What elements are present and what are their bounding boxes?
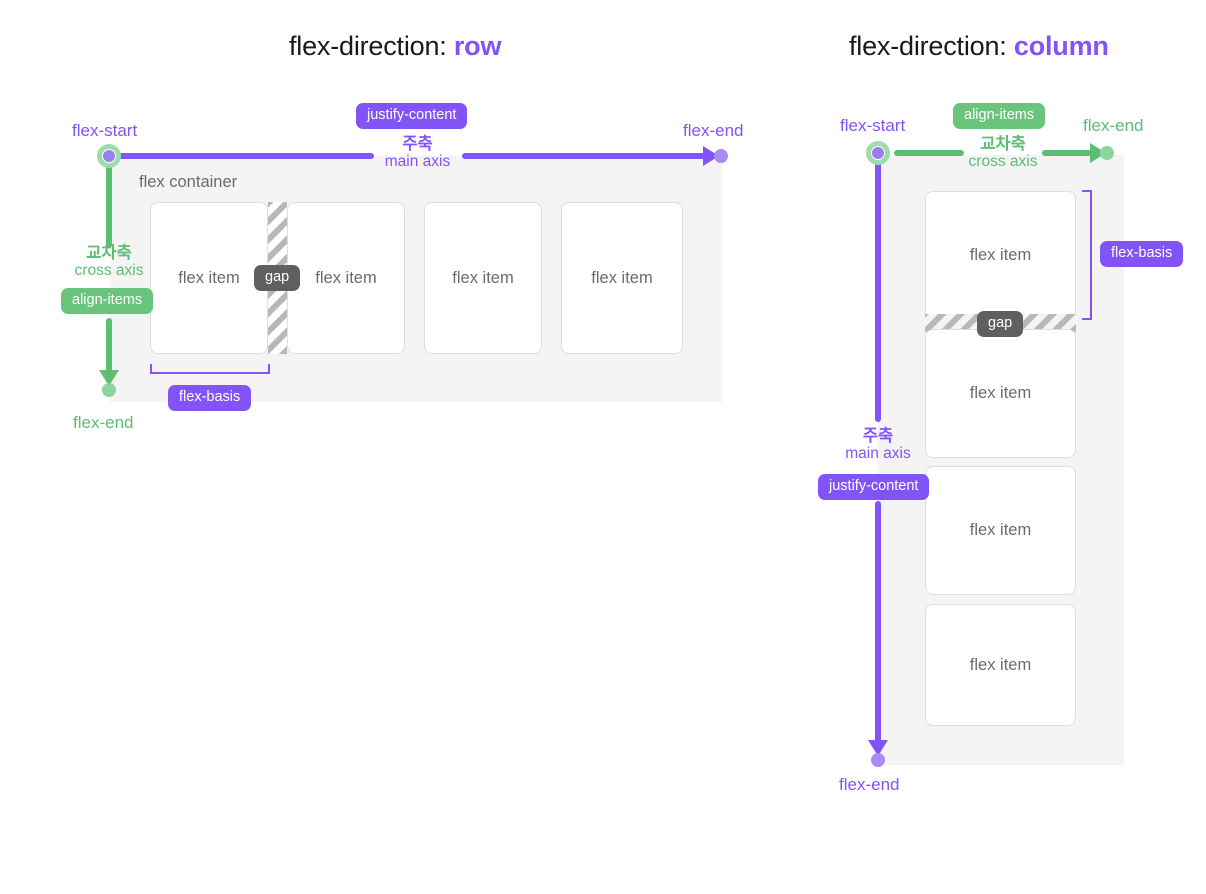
row-cross-axis-label-en: cross axis: [74, 261, 144, 279]
column-flex-item-4: flex item: [925, 604, 1076, 726]
row-flex-container-label: flex container: [139, 173, 238, 191]
row-main-axis-end-dot: [714, 149, 728, 163]
column-main-axis-label-ko: 주축: [862, 427, 894, 445]
column-cross-axis-label-en: cross axis: [968, 152, 1038, 170]
row-main-axis-end-label: flex-end: [683, 121, 744, 140]
column-flex-item-2-label: flex item: [969, 384, 1032, 402]
column-cross-axis-end-label: flex-end: [1083, 116, 1144, 135]
row-flex-item-2-label: flex item: [315, 268, 377, 287]
column-main-axis-start-label: flex-start: [840, 116, 906, 135]
column-main-axis-arrowhead: [868, 740, 888, 756]
column-main-axis-end-label: flex-end: [839, 775, 900, 794]
column-origin-marker-inner: [872, 147, 884, 159]
column-main-axis-line-bottom: [875, 501, 881, 744]
row-gap-badge: gap: [254, 265, 301, 291]
row-justify-content-badge: justify-content: [356, 103, 468, 129]
row-flex-basis-bracket: [150, 364, 270, 374]
row-main-axis-label-en: main axis: [384, 152, 451, 170]
column-title-value: column: [1013, 31, 1109, 61]
row-main-axis-line-right: [462, 153, 718, 159]
row-cross-axis-label-ko: 교차축: [86, 244, 132, 262]
column-flex-item-1: flex item: [925, 191, 1076, 320]
column-cross-axis-line-right: [1042, 150, 1103, 156]
column-align-items-badge: align-items: [953, 103, 1046, 129]
column-flex-item-3: flex item: [925, 466, 1076, 595]
row-cross-axis-end-dot: [102, 383, 116, 397]
row-flex-item-4: flex item: [561, 202, 683, 354]
row-cross-axis-line-top: [106, 162, 112, 248]
column-flex-item-2: flex item: [925, 329, 1076, 458]
row-origin-marker: [97, 144, 121, 168]
row-flex-item-2: flex item: [287, 202, 405, 354]
column-main-axis-label: 주축 main axis: [833, 427, 923, 463]
column-diagram-title: flex-direction: column: [849, 31, 1109, 62]
row-title-value: row: [453, 31, 502, 61]
column-flex-item-4-label: flex item: [969, 655, 1032, 674]
row-flex-item-4-label: flex item: [591, 268, 653, 287]
column-cross-axis-label: 교차축 cross axis: [958, 135, 1048, 171]
row-align-items-badge: align-items: [61, 288, 154, 314]
column-cross-axis-line-left: [894, 150, 964, 156]
row-flex-item-1-label: flex item: [178, 268, 240, 287]
column-justify-content-badge: justify-content: [818, 474, 930, 500]
column-main-axis-end-dot: [871, 753, 885, 767]
column-flex-basis-badge: flex-basis: [1100, 241, 1184, 267]
column-flex-item-1-label: flex item: [969, 246, 1032, 264]
row-flex-basis-badge: flex-basis: [168, 385, 252, 411]
column-gap-badge: gap: [977, 311, 1024, 337]
column-flex-item-3-label: flex item: [969, 521, 1032, 539]
column-cross-axis-label-ko: 교차축: [980, 135, 1026, 153]
row-flex-item-3: flex item: [424, 202, 542, 354]
row-diagram-title: flex-direction: row: [289, 31, 501, 62]
column-main-axis-line-top: [875, 160, 881, 422]
row-cross-axis-arrowhead: [99, 370, 119, 386]
row-origin-marker-inner: [103, 150, 115, 162]
row-flex-item-1: flex item: [150, 202, 268, 354]
row-main-axis-start-label: flex-start: [72, 121, 138, 140]
row-main-axis-label-ko: 주축: [402, 135, 433, 153]
row-flex-item-3-label: flex item: [452, 268, 514, 287]
column-origin-marker: [866, 141, 890, 165]
row-cross-axis-end-label: flex-end: [73, 413, 134, 432]
row-main-axis-label: 주축 main axis: [375, 135, 460, 171]
row-title-prefix: flex-direction:: [289, 31, 454, 61]
column-cross-axis-end-dot: [1100, 146, 1114, 160]
row-main-axis-line-left: [112, 153, 374, 159]
row-cross-axis-line-bottom: [106, 318, 112, 374]
column-flex-basis-bracket: [1082, 190, 1092, 320]
column-main-axis-label-en: main axis: [845, 444, 911, 462]
row-cross-axis-label: 교차축 cross axis: [63, 244, 155, 280]
column-title-prefix: flex-direction:: [849, 31, 1014, 61]
